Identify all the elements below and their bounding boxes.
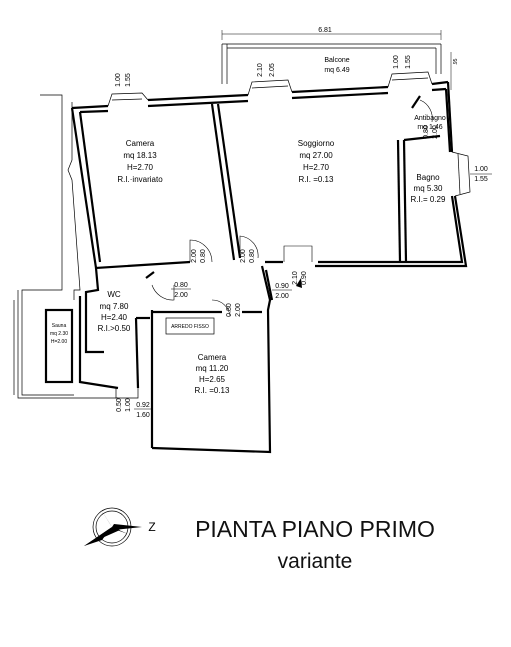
balcony-area: mq 6.49 xyxy=(324,67,349,74)
drawing-subtitle: variante xyxy=(278,550,353,573)
door-hall-1-height: 2.10 xyxy=(292,271,299,285)
window-sauna-height: 1.00 xyxy=(125,398,132,412)
svg-text:mq 18.13: mq 18.13 xyxy=(123,151,157,160)
room-camera-1: Camera mq 18.13 H=2.70 R.I.·invariato xyxy=(117,139,163,184)
window-4-height: 1.55 xyxy=(474,176,488,183)
drawing-title: PIANTA PIANO PRIMO xyxy=(195,516,435,542)
svg-text:Antibagno: Antibagno xyxy=(414,115,446,122)
door-wc-width: 0.80 xyxy=(174,282,188,289)
fixed-furniture-label: ARREDO FISSO xyxy=(171,324,209,330)
door-camera-2-width: 0.80 xyxy=(226,303,233,317)
balcony: 6.81 .95 Balcone mq 6.49 xyxy=(221,27,459,90)
svg-text:H=2.00: H=2.00 xyxy=(51,339,67,345)
door-antibagno-height: 2.00 xyxy=(432,125,439,139)
svg-text:H=2.70: H=2.70 xyxy=(303,163,330,172)
room-soggiorno: Soggiorno mq 27.00 H=2.70 R.I. =0.13 xyxy=(298,139,335,184)
svg-text:Camera: Camera xyxy=(198,353,227,362)
svg-text:mq 7.80: mq 7.80 xyxy=(100,302,129,311)
svg-text:R.I. =0.13: R.I. =0.13 xyxy=(299,175,334,184)
door-wc-height: 2.00 xyxy=(174,292,188,299)
balcony-width-dimension: 6.81 xyxy=(318,27,332,34)
window-sauna-width: 0.50 xyxy=(116,398,123,412)
svg-text:R.I.= 0.29: R.I.= 0.29 xyxy=(411,195,446,204)
door-camera-height: 2.00 xyxy=(191,249,198,263)
door-hall-1-width: 0.90 xyxy=(301,271,308,285)
svg-text:mq 2.30: mq 2.30 xyxy=(50,331,68,337)
svg-text:mq 1.46: mq 1.46 xyxy=(417,124,442,131)
svg-text:Soggiorno: Soggiorno xyxy=(298,139,335,148)
room-antibagno: Antibagno mq 1.46 xyxy=(414,115,446,131)
window-2-height: 2.05 xyxy=(269,63,276,77)
svg-text:mq 27.00: mq 27.00 xyxy=(299,151,333,160)
walls xyxy=(44,80,468,454)
door-hall-2-width: 0.90 xyxy=(275,283,289,290)
fixed-furniture: ARREDO FISSO xyxy=(165,317,215,335)
room-bagno: Bagno mq 5.30 R.I.= 0.29 xyxy=(411,173,446,204)
compass-letter: Z xyxy=(148,520,155,534)
svg-text:WC: WC xyxy=(107,290,121,299)
window-camera-2-height: 1.60 xyxy=(136,412,150,419)
balcony-label: Balcone xyxy=(324,57,349,64)
compass: Z xyxy=(84,507,156,547)
room-camera-2: Camera mq 11.20 H=2.65 R.I. =0.13 xyxy=(195,353,230,395)
door-soggiorno-width: 0.80 xyxy=(249,249,256,263)
corner-dimension: .95 xyxy=(453,58,459,65)
svg-text:Camera: Camera xyxy=(126,139,155,148)
room-sauna: Sauna mq 2.30 H=2.00 xyxy=(50,323,68,345)
svg-text:mq 5.30: mq 5.30 xyxy=(414,184,443,193)
window-4-width: 1.00 xyxy=(474,166,488,173)
windows xyxy=(107,71,471,197)
north-marker-icon xyxy=(296,278,302,288)
door-camera-width: 0.80 xyxy=(200,249,207,263)
svg-text:R.I. =0.13: R.I. =0.13 xyxy=(195,386,230,395)
door-antibagno-width: 0.80 xyxy=(423,125,430,139)
window-1-height: 1.55 xyxy=(125,73,132,87)
door-soggiorno-height: 2.00 xyxy=(240,249,247,263)
svg-text:R.I.>0.50: R.I.>0.50 xyxy=(98,324,131,333)
svg-text:Bagno: Bagno xyxy=(416,173,440,182)
opening-dimensions: 1.00 1.55 2.10 2.05 1.00 1.55 1.00 1.55 … xyxy=(115,55,492,419)
door-camera-2-height: 2.00 xyxy=(235,303,242,317)
doors xyxy=(151,99,433,317)
svg-text:R.I.·invariato: R.I.·invariato xyxy=(117,175,163,184)
svg-text:mq 11.20: mq 11.20 xyxy=(196,364,229,373)
room-wc: WC mq 7.80 H=2.40 R.I.>0.50 xyxy=(98,290,131,333)
window-3-height: 1.55 xyxy=(405,55,412,69)
svg-text:Sauna: Sauna xyxy=(52,323,67,329)
window-1-width: 1.00 xyxy=(115,73,122,87)
svg-text:H=2.65: H=2.65 xyxy=(199,375,226,384)
svg-text:H=2.70: H=2.70 xyxy=(127,163,154,172)
svg-text:H=2.40: H=2.40 xyxy=(101,313,128,322)
window-3-width: 1.00 xyxy=(393,55,400,69)
window-camera-2-width: 0.92 xyxy=(136,402,150,409)
door-hall-2-height: 2.00 xyxy=(275,293,289,300)
context-lines xyxy=(13,94,118,399)
window-2-width: 2.10 xyxy=(257,63,264,77)
